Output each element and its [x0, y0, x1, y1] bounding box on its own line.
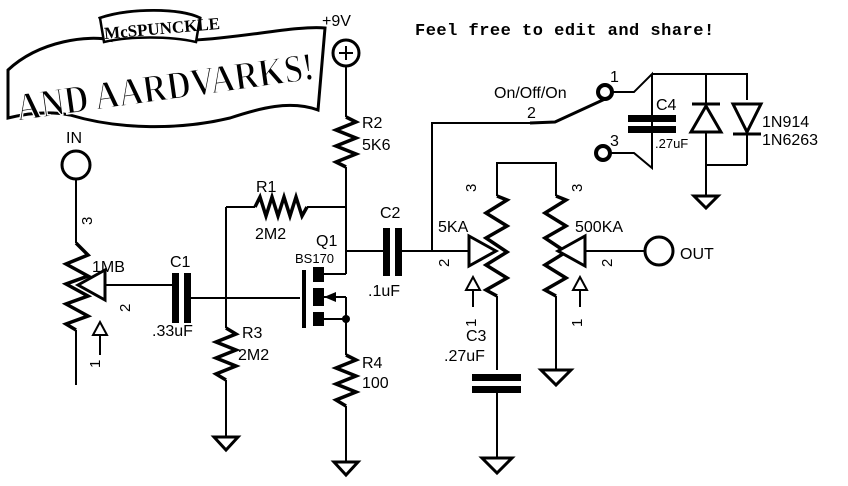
ground-icon — [690, 194, 722, 211]
pot-tone-pin1: 1 — [463, 319, 480, 327]
switch-label: On/Off/On — [494, 85, 567, 102]
resistor-r4: R4 100 — [330, 353, 389, 478]
c2-ref: C2 — [380, 205, 401, 222]
resistor-r1: R1 2M2 — [225, 179, 346, 328]
diode2-part: 1N6263 — [762, 132, 818, 149]
pot-tone-pin3: 3 — [463, 184, 480, 192]
c4-ref: C4 — [656, 97, 677, 114]
pot-1mb: 1MB 3 2 1 — [61, 217, 172, 385]
switch-terminal-3 — [594, 144, 612, 162]
ground-icon — [537, 368, 575, 388]
switch-on-off-on[interactable]: On/Off/On 1 2 3 — [494, 69, 653, 171]
ground-icon — [478, 456, 516, 476]
r1-ref: R1 — [256, 179, 277, 196]
capacitor-c4: C4 .27uF — [628, 97, 688, 151]
ground-icon — [330, 460, 362, 478]
clipping-diodes: 1N914 1N6263 — [652, 73, 818, 211]
input-jack: IN — [60, 130, 92, 243]
pot-in-value: 1MB — [92, 259, 125, 276]
capacitor-c3: C3 .27uF — [444, 328, 521, 476]
pot-tone-value: 5KA — [438, 219, 469, 236]
r2-value: 5K6 — [362, 137, 391, 154]
input-label: IN — [66, 130, 82, 147]
q1-ref: Q1 — [316, 233, 337, 250]
pot-in-pin3: 3 — [79, 217, 96, 225]
logo: McSPUNCKLE AND AARDVARKS! — [6, 9, 327, 130]
pot-5ka: 5KA 3 2 1 — [432, 162, 557, 370]
switch-terminal-1 — [596, 83, 614, 101]
resistor-r2: R2 5K6 — [331, 115, 391, 250]
pot-vol-pin1: 1 — [569, 319, 586, 327]
input-terminal[interactable] — [60, 149, 92, 181]
r1-value: 2M2 — [255, 226, 286, 243]
r4-ref: R4 — [362, 355, 383, 372]
power-supply: +9V — [322, 13, 361, 117]
output-label: OUT — [680, 246, 714, 263]
mosfet-q1: Q1 BS170 — [295, 233, 350, 355]
switch-pin3: 3 — [610, 133, 619, 150]
logo-top-banner — [98, 9, 202, 44]
c1-value: .33uF — [152, 323, 193, 340]
pot-500ka: 500KA 3 2 1 — [537, 184, 645, 388]
c3-ref: C3 — [466, 328, 487, 345]
c3-value: .27uF — [444, 348, 485, 365]
switch-pin2: 2 — [527, 105, 536, 122]
r2-ref: R2 — [362, 115, 383, 132]
pot-in-pin1: 1 — [87, 360, 104, 368]
note-text: Feel free to edit and share! — [415, 22, 715, 41]
pot-tone-pin2: 2 — [436, 259, 453, 267]
q1-part: BS170 — [295, 251, 334, 266]
resistor-r3: R3 2M2 — [210, 325, 269, 453]
diode1-part: 1N914 — [762, 114, 809, 131]
capacitor-c1: C1 .33uF — [152, 254, 300, 340]
pot-vol-pin2: 2 — [599, 259, 616, 267]
pot-vol-pin3: 3 — [569, 184, 586, 192]
power-label: +9V — [322, 13, 351, 30]
pot-vol-value: 500KA — [575, 219, 623, 236]
r4-value: 100 — [362, 375, 389, 392]
r3-ref: R3 — [242, 325, 263, 342]
ground-icon — [210, 435, 242, 453]
output-terminal[interactable] — [643, 235, 675, 267]
c4-value: .27uF — [655, 136, 688, 151]
r3-value: 2M2 — [238, 347, 269, 364]
c2-value: .1uF — [368, 283, 400, 300]
pot-in-pin2: 2 — [117, 304, 134, 312]
output-jack: OUT — [643, 235, 714, 267]
c1-ref: C1 — [170, 254, 191, 271]
switch-pin1: 1 — [610, 69, 619, 86]
